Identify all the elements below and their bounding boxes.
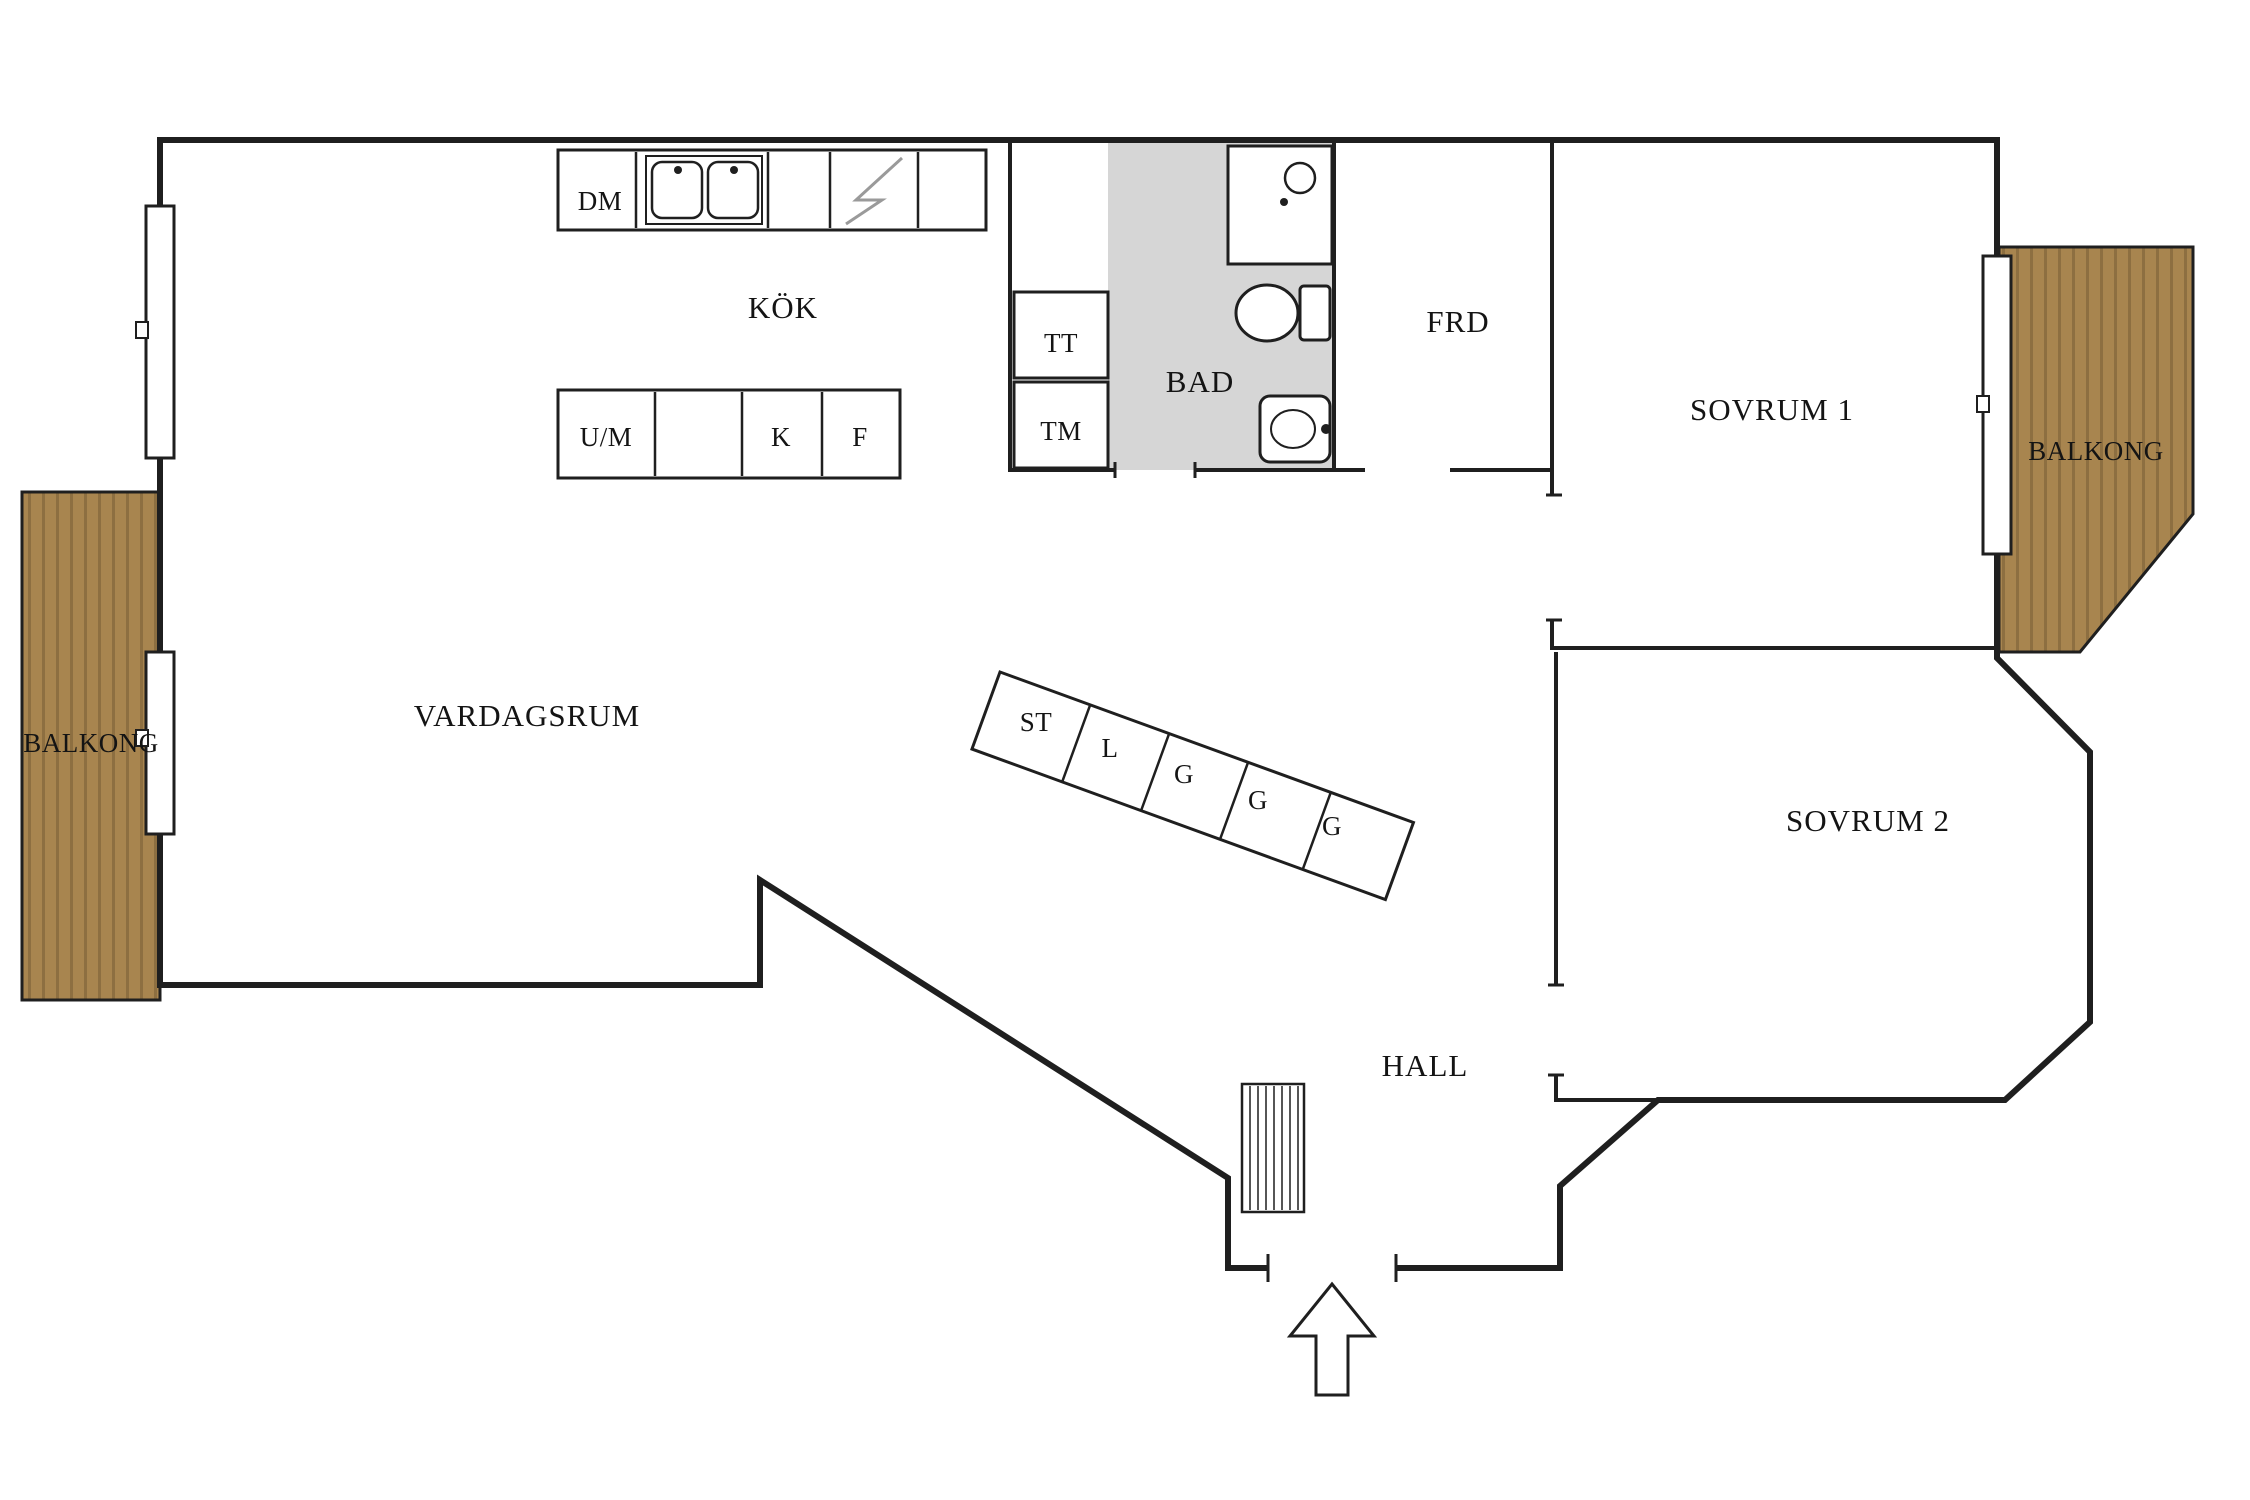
- radiator-icon: [1240, 1082, 1306, 1214]
- toilet-icon: [1234, 283, 1332, 343]
- room-label-kok: KÖK: [748, 290, 818, 325]
- room-label-sovrum2: SOVRUM 2: [1786, 803, 1950, 838]
- kitchen-island-dividers: [653, 392, 824, 476]
- washbasin-icon: [1258, 394, 1332, 464]
- cabinet-tm: [1012, 380, 1110, 470]
- room-label-sovrum1: SOVRUM 1: [1690, 392, 1854, 427]
- window-tick-right: [1976, 395, 1990, 413]
- label-tt: TT: [1044, 328, 1078, 358]
- shower-icon: [1226, 144, 1334, 266]
- entrance-opening: [1268, 1254, 1396, 1282]
- room-label-hall: HALL: [1382, 1048, 1469, 1083]
- kitchen-sink-icon: [645, 155, 763, 225]
- window-left-2: [144, 650, 176, 836]
- entrance-jambs: [1266, 1254, 1398, 1282]
- label-closet-g1: G: [1174, 759, 1194, 789]
- label-closet-g3: G: [1322, 811, 1342, 841]
- room-label-vardagsrum: VARDAGSRUM: [414, 698, 641, 733]
- window-left-1: [144, 204, 176, 460]
- interior-walls: [1008, 143, 1997, 1102]
- label-tm: TM: [1040, 416, 1082, 446]
- cabinet-tt: [1012, 290, 1110, 380]
- room-label-balkong-left: BALKONG: [23, 728, 159, 758]
- label-f: F: [852, 422, 868, 452]
- label-k: K: [771, 422, 791, 452]
- room-label-bad: BAD: [1166, 364, 1234, 399]
- label-um: U/M: [580, 422, 633, 452]
- label-dm: DM: [578, 186, 623, 216]
- window-tick-left-1: [135, 321, 149, 339]
- kitchen-counter: [556, 148, 988, 232]
- closet-row: [970, 670, 1416, 902]
- room-label-frd: FRD: [1426, 304, 1489, 339]
- stove-icon: [845, 156, 904, 226]
- kitchen-counter-dividers: [634, 152, 920, 228]
- window-tick-left-2: [135, 729, 149, 747]
- room-label-balkong-right: BALKONG: [2028, 436, 2164, 466]
- label-closet-st: ST: [1020, 707, 1053, 737]
- entrance-arrow-icon: [1286, 1281, 1378, 1397]
- kitchen-island: [556, 388, 902, 480]
- label-closet-l: L: [1102, 733, 1119, 763]
- label-closet-g2: G: [1248, 785, 1268, 815]
- door-jamb-marks: [1113, 462, 1564, 1077]
